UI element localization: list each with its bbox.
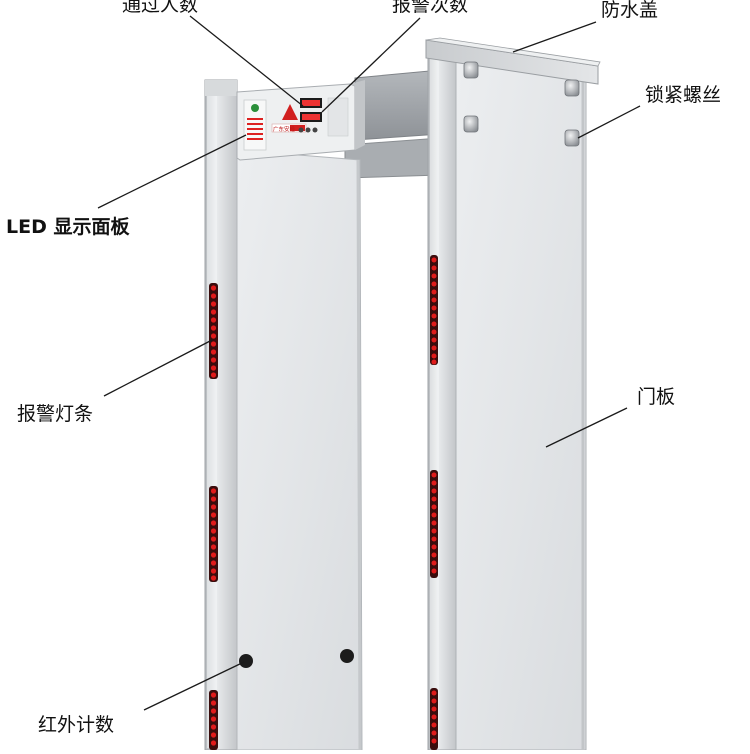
infrared-sensor-left bbox=[239, 654, 253, 668]
leader-line-led-panel bbox=[97, 134, 247, 209]
right-alarm-light-strip-middle bbox=[430, 470, 438, 578]
leader-line-alarm-light-bar bbox=[103, 339, 213, 397]
right-alarm-light-strip-lower bbox=[430, 688, 438, 750]
left-alarm-light-strip-lower bbox=[209, 690, 218, 750]
label-led-panel: LED 显示面板 bbox=[6, 216, 130, 238]
label-alarm-light-bar: 报警灯条 bbox=[17, 403, 94, 425]
left-alarm-light-strip-upper bbox=[209, 283, 218, 379]
leader-line-locking-screw bbox=[577, 105, 641, 139]
power-led-icon bbox=[251, 104, 259, 112]
right-door-panel bbox=[455, 59, 587, 751]
leader-line-alarm-count bbox=[321, 17, 421, 113]
label-pass-count: 通过人数 bbox=[122, 0, 199, 16]
left-alarm-light-strip-middle bbox=[209, 486, 218, 582]
right-alarm-light-strip-upper bbox=[430, 255, 438, 365]
led-display-panel bbox=[236, 80, 365, 161]
label-alarm-count: 报警次数 bbox=[392, 0, 469, 16]
pass-count-display bbox=[300, 98, 322, 108]
panel-brand-text: 广东安检 bbox=[273, 125, 296, 133]
infrared-sensor-right bbox=[340, 649, 354, 663]
label-infrared-count: 红外计数 bbox=[38, 714, 115, 736]
label-locking-screw: 锁紧螺丝 bbox=[645, 84, 722, 106]
alarm-count-display bbox=[300, 112, 322, 122]
leader-line-door-panel bbox=[545, 407, 628, 448]
right-post bbox=[427, 55, 457, 751]
leader-lines bbox=[97, 15, 641, 711]
left-post bbox=[204, 79, 238, 751]
leader-line-waterproof-cover bbox=[512, 21, 597, 53]
label-door-panel: 门板 bbox=[637, 386, 676, 408]
brand-logo-icon bbox=[282, 104, 298, 120]
label-waterproof-cover: 防水盖 bbox=[601, 0, 659, 21]
locking-screws bbox=[463, 61, 580, 147]
leader-line-pass-count bbox=[189, 15, 304, 107]
leader-line-infrared-count bbox=[143, 661, 245, 711]
